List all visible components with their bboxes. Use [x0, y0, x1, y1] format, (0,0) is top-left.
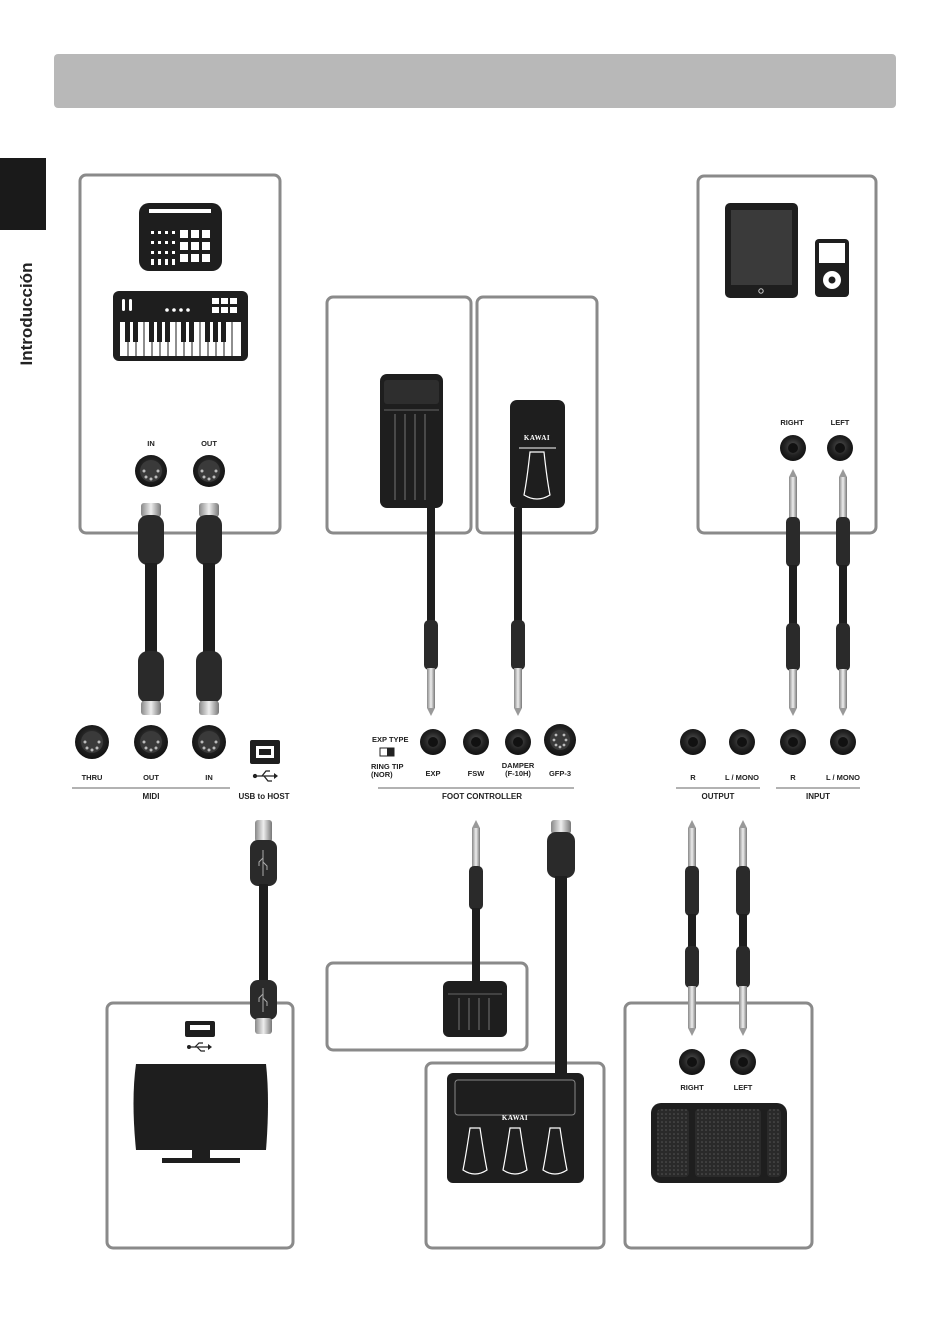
- damper-pedal-brand: KAWAI: [524, 434, 550, 442]
- speaker-left-label: LEFT: [734, 1083, 753, 1092]
- foot-switch-cable: [469, 820, 483, 983]
- computer-usb-icon: [188, 1043, 212, 1051]
- speaker-left-jack[interactable]: [730, 1049, 756, 1075]
- usb-icon: [254, 771, 279, 781]
- gfp3-port[interactable]: [544, 724, 576, 756]
- device-midi-in-label: IN: [147, 439, 155, 448]
- exp-jack[interactable]: [420, 729, 446, 755]
- tablet-icon: [725, 203, 798, 298]
- foot-controller-group-label: FOOT CONTROLLER: [442, 792, 522, 801]
- midi-keyboard-icon: [113, 291, 248, 361]
- player-left-jack[interactable]: [827, 435, 853, 461]
- player-right-label: RIGHT: [780, 418, 804, 427]
- device-midi-out-label: OUT: [201, 439, 217, 448]
- midi-cable-1: [138, 503, 164, 715]
- device-midi-out-port[interactable]: [193, 455, 225, 487]
- fsw-jack[interactable]: [463, 729, 489, 755]
- gfp3-cable: [547, 820, 575, 1076]
- midi-in-port[interactable]: [192, 725, 226, 759]
- gfp3-label: GFP-3: [549, 769, 571, 778]
- input-l-jack[interactable]: [830, 729, 856, 755]
- gfp3-triple-pedal-icon: KAWAI: [447, 1073, 584, 1183]
- device-midi-in-port[interactable]: [135, 455, 167, 487]
- output-group-label: OUTPUT: [702, 792, 735, 801]
- usb-to-host-label: USB to HOST: [238, 792, 289, 801]
- expression-pedal-icon: [380, 374, 443, 508]
- midi-out-label: OUT: [143, 773, 159, 782]
- speaker-icon: [651, 1103, 787, 1183]
- computer-usb-port[interactable]: [185, 1021, 215, 1037]
- fsw-label: FSW: [468, 769, 486, 778]
- input-r-label: R: [790, 773, 796, 782]
- midi-cable-2: [196, 503, 222, 715]
- exp-type-label: EXP TYPE: [372, 735, 409, 744]
- computer-monitor-icon: [134, 1064, 269, 1163]
- music-player-icon: [815, 239, 849, 297]
- midi-out-port[interactable]: [134, 725, 168, 759]
- midi-group-label: MIDI: [143, 792, 160, 801]
- speaker-right-label: RIGHT: [680, 1083, 704, 1092]
- player-cable-right: [786, 469, 800, 716]
- damper-model-label: (F-10H): [505, 769, 531, 778]
- output-r-jack[interactable]: [680, 729, 706, 755]
- exp-type-switch[interactable]: [380, 748, 394, 756]
- input-group-label: INPUT: [806, 792, 830, 801]
- player-cable-left: [836, 469, 850, 716]
- player-right-jack[interactable]: [780, 435, 806, 461]
- usb-cable: [250, 820, 277, 1034]
- midi-thru-label: THRU: [82, 773, 103, 782]
- usb-b-port[interactable]: [250, 740, 280, 764]
- input-r-jack[interactable]: [780, 729, 806, 755]
- output-r-label: R: [690, 773, 696, 782]
- drum-machine-icon: [139, 203, 222, 271]
- output-l-label: L / MONO: [725, 773, 759, 782]
- output-l-jack[interactable]: [729, 729, 755, 755]
- midi-thru-port[interactable]: [75, 725, 109, 759]
- exp-label: EXP: [425, 769, 440, 778]
- damper-pedal-icon: KAWAI: [510, 400, 565, 508]
- foot-switch-icon: [443, 981, 507, 1037]
- input-l-label: L / MONO: [826, 773, 860, 782]
- damper-jack[interactable]: [505, 729, 531, 755]
- damper-pedal-cable: [511, 508, 525, 716]
- expression-pedal-cable: [424, 508, 438, 716]
- speaker-right-jack[interactable]: [679, 1049, 705, 1075]
- midi-in-label: IN: [205, 773, 213, 782]
- gfp3-brand: KAWAI: [502, 1114, 528, 1122]
- player-left-label: LEFT: [831, 418, 850, 427]
- exp-switch-nor-label: (NOR): [371, 770, 393, 779]
